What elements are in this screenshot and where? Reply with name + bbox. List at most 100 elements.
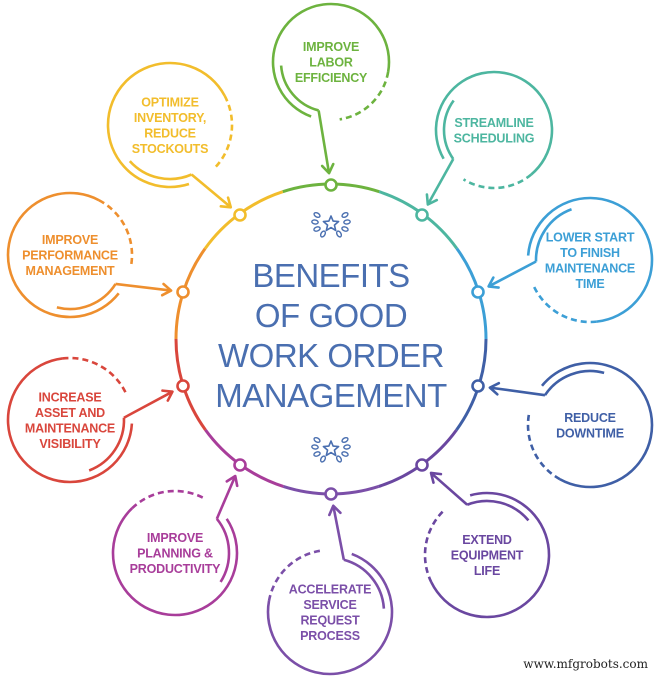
watermark: www.mfgrobots.com — [523, 657, 648, 671]
arrow-head-icon — [225, 474, 239, 488]
title-line: OF GOOD — [255, 297, 407, 334]
laurel-star-icon — [311, 436, 351, 463]
bubble-outline — [434, 70, 554, 176]
benefit-label-line: OPTIMIZE — [141, 95, 198, 109]
benefit-label-line: MAINTENANCE — [545, 261, 635, 275]
bubble-outline — [111, 507, 239, 617]
bubble-outline — [526, 196, 654, 323]
benefit-label-line: IMPROVE — [42, 233, 98, 247]
bubble-dashed-arc — [214, 95, 234, 169]
arrow-head-icon — [328, 504, 342, 517]
bubble-dashed-arc — [131, 489, 205, 510]
bubble-outline — [271, 2, 391, 118]
ring-node-equipment — [415, 458, 429, 472]
arrow-head-icon — [320, 162, 335, 175]
bubble-outline — [106, 61, 226, 189]
arrow-head-icon — [161, 389, 174, 402]
benefit-label-line: REDUCE — [144, 126, 196, 140]
benefit-label-line: DOWNTIME — [556, 426, 624, 440]
arrow-head-icon — [488, 381, 501, 396]
ring-node-visibility — [176, 379, 190, 393]
bubble-inner-arc — [279, 65, 319, 112]
benefit-label-line: INCREASE — [39, 390, 102, 404]
arrow-head-icon — [425, 193, 439, 206]
bubble-dashed-arc — [339, 71, 390, 121]
connector-line — [426, 158, 455, 206]
benefit-label-line: IMPROVE — [303, 40, 359, 54]
bubble-outline — [6, 191, 120, 319]
connector-line — [215, 475, 237, 520]
bubble-inner-arc — [128, 160, 193, 181]
benefit-label-line: SERVICE — [303, 598, 356, 612]
arrow-head-icon — [487, 276, 500, 289]
bubble-inner-arc — [442, 99, 455, 160]
benefit-label-line: SCHEDULING — [454, 131, 535, 145]
connector-line — [317, 110, 331, 174]
ring-arc-equipment — [378, 429, 458, 488]
title-line: WORK ORDER — [218, 337, 444, 374]
arrow-head-icon — [429, 471, 443, 484]
benefit-label-line: STOCKOUTS — [132, 142, 208, 156]
connector-line — [115, 282, 172, 292]
benefit-label-line: ASSET AND — [35, 406, 105, 420]
benefit-label-line: EQUIPMENT — [451, 549, 524, 563]
benefit-label-line: REQUEST — [300, 613, 360, 627]
ring-arc-planning — [204, 428, 284, 488]
benefit-label-line: LABOR — [309, 56, 353, 70]
benefit-label-line: MAINTENANCE — [25, 421, 115, 435]
bubble-inner-arc — [543, 369, 605, 396]
benefit-label-line: EFFICIENCY — [295, 71, 368, 85]
ring-node-labor — [324, 178, 338, 192]
benefit-label-line: LIFE — [474, 564, 500, 578]
connector-line — [190, 173, 232, 209]
benefit-label-line: VISIBILITY — [39, 437, 101, 451]
bubble-outline — [430, 491, 551, 619]
bubble-inner-arc — [88, 417, 126, 472]
bubble-dashed-arc — [62, 356, 128, 395]
bubble-dashed-arc — [462, 173, 533, 190]
bubble-dashed-arc — [526, 413, 561, 481]
ring-node-service — [324, 487, 338, 501]
ring-node-start-finish — [471, 285, 485, 299]
benefit-label-line: MANAGEMENT — [26, 264, 116, 278]
benefit-label-line: REDUCE — [564, 411, 616, 425]
arrow-head-icon — [219, 196, 233, 209]
connector-line — [488, 260, 537, 288]
connector-line — [332, 505, 346, 561]
ring-node-downtime — [471, 379, 485, 393]
ring-nodes — [176, 178, 485, 501]
benefit-label-line: ACCELERATE — [289, 582, 372, 596]
title-line: BENEFITS — [252, 257, 409, 294]
benefit-label-line: PERFORMANCE — [22, 249, 118, 263]
bubble-inner-arc — [466, 499, 530, 522]
bubble-dashed-arc — [423, 509, 445, 583]
title-line: MANAGEMENT — [215, 377, 447, 414]
connector-line — [123, 390, 174, 419]
benefit-label-line: LOWER START — [546, 230, 635, 244]
bubble-inner-arc — [343, 558, 386, 609]
bubble-outline — [266, 552, 394, 676]
benefit-label-line: TO FINISH — [560, 246, 620, 260]
benefit-inventory: OPTIMIZE INVENTORY,REDUCE STOCKOUTS — [106, 61, 234, 209]
ring-node-performance — [176, 285, 190, 299]
bubble-inner-arc — [534, 208, 572, 262]
bubble-inner-arc — [56, 283, 117, 311]
benefit-label-line: INVENTORY, — [134, 111, 206, 125]
ring-node-scheduling — [415, 208, 429, 222]
benefit-label-line: TIME — [575, 277, 604, 291]
ring-node-inventory — [233, 208, 247, 222]
benefit-label-line: STREAMLINE — [454, 116, 533, 130]
bubble-outline — [6, 357, 134, 484]
benefit-label-line: IMPROVE — [147, 531, 203, 545]
benefit-label-line: PROCESS — [300, 629, 360, 643]
laurel-decorations — [311, 211, 351, 463]
